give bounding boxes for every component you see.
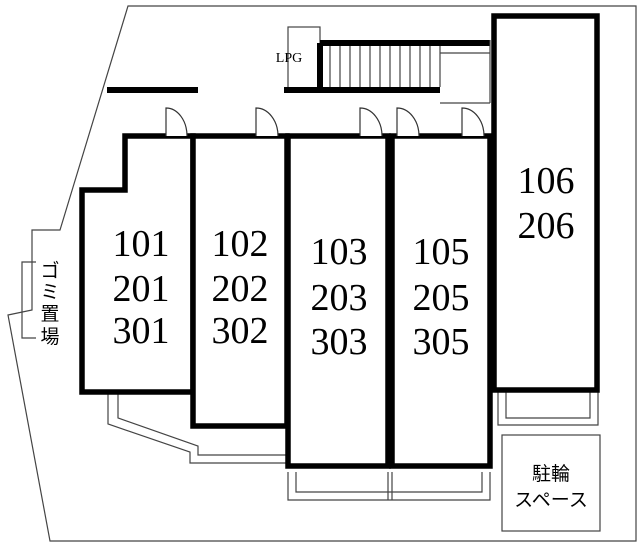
room-label-203: 203 [311,277,368,319]
room-label-105: 105 [413,231,470,273]
room-label-301: 301 [113,310,170,352]
door-105 [396,107,420,137]
room-label-302: 302 [212,310,269,352]
balconies [107,390,599,501]
room-label-305: 305 [413,321,470,363]
room-106-206 [491,13,600,393]
lpg-label: LPG [276,51,302,66]
room-label-205: 205 [413,277,470,319]
garbage-area-label-1: ゴ [40,260,59,282]
room-103-203-303 [285,133,391,469]
room-label-303: 303 [311,321,368,363]
bicycle-parking-label-2: スペース [514,489,588,511]
staircase [284,40,491,104]
room-label-206: 206 [518,205,575,247]
garbage-area-label-2: ミ [40,281,59,303]
room-label-103: 103 [311,231,368,273]
room-105-205-305 [389,133,493,469]
door-101 [165,107,188,137]
door-103 [359,107,383,137]
bicycle-parking-area [501,434,601,532]
garbage-area-label-3: 置 [40,303,59,325]
garbage-area-label-4: 場 [40,326,59,348]
site-boundary [7,5,637,542]
door-102 [255,107,279,137]
door-106 [461,107,485,137]
room-label-101: 101 [113,223,170,265]
bicycle-parking-label-1: 駐輪 [532,463,570,485]
room-label-102: 102 [212,223,269,265]
room-label-202: 202 [212,268,269,310]
garbage-area-outline [21,261,36,339]
room-102-202-302 [190,133,290,429]
room-label-201: 201 [113,268,170,310]
room-label-106: 106 [518,160,575,202]
